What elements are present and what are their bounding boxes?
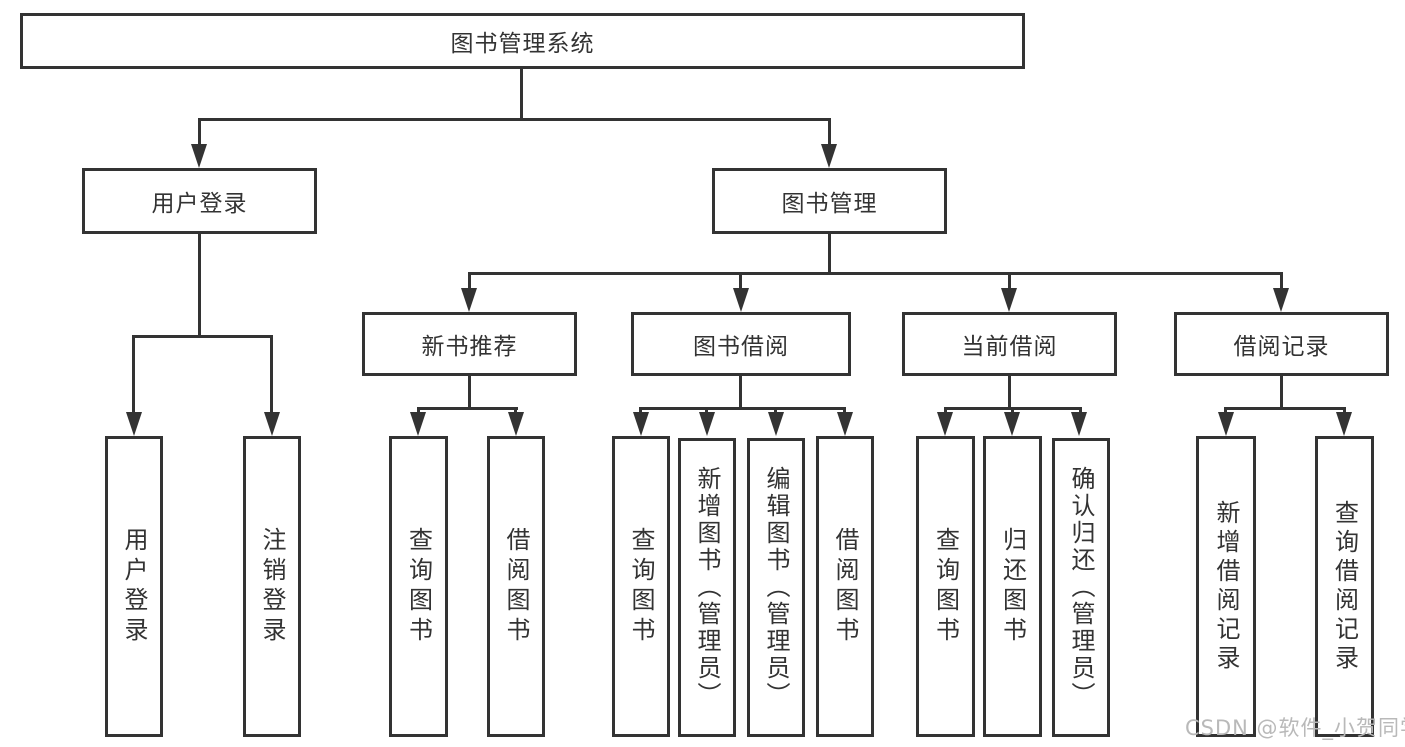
connector-drop [270, 335, 273, 414]
arrowhead-down-icon [1336, 412, 1352, 436]
leaf-user-login-label: 用户登录 [120, 526, 148, 647]
leaf-query-book-recommend-label: 查询图书 [404, 526, 433, 647]
leaf-borrow-book-recommend: 借阅图书 [487, 436, 545, 737]
arrowhead-down-icon [126, 412, 142, 436]
leaf-borrow-book-recommend-label: 借阅图书 [502, 526, 530, 647]
node-user-login: 用户登录 [82, 168, 317, 234]
connector-drop [1011, 407, 1014, 416]
connector-user-login-stem [198, 234, 201, 335]
connector-book-mgmt-splitter [468, 272, 1282, 275]
connector-drop [1280, 272, 1283, 290]
node-current-borrowing: 当前借阅 [902, 312, 1117, 376]
connector-drop [843, 407, 846, 416]
connector-stem [739, 375, 742, 408]
connector-splitter [639, 407, 846, 410]
arrowhead-down-icon [699, 412, 715, 436]
connector-user-login-splitter [132, 335, 273, 338]
connector-drop [132, 335, 135, 414]
connector-drop [1224, 407, 1227, 416]
connector-drop [514, 407, 517, 416]
leaf-edit-book-admin-label: 编辑图书（管理员） [762, 466, 790, 709]
connector-stem [468, 375, 471, 408]
leaf-add-borrow-record: 新增借阅记录 [1196, 436, 1256, 737]
leaf-confirm-return-admin: 确认归还（管理员） [1052, 438, 1110, 737]
connector-splitter [1224, 407, 1345, 410]
leaf-confirm-return-admin-label: 确认归还（管理员） [1067, 466, 1095, 709]
connector-drop [468, 272, 471, 290]
node-book-borrowing: 图书借阅 [631, 312, 851, 376]
node-book-management: 图书管理 [712, 168, 947, 234]
leaf-borrow-book-borrowing-label: 借阅图书 [831, 526, 859, 647]
arrowhead-down-icon [1004, 412, 1020, 436]
arrowhead-down-icon [937, 412, 953, 436]
leaf-logout-login: 注销登录 [243, 436, 301, 737]
csdn-watermark: CSDN @软件_小贺同学 [1185, 716, 1405, 740]
arrowhead-down-icon [1001, 288, 1017, 312]
connector-stem [1280, 375, 1283, 408]
arrowhead-down-icon [191, 144, 207, 168]
arrowhead-down-icon [837, 412, 853, 436]
arrowhead-down-icon [1218, 412, 1234, 436]
leaf-query-book-recommend: 查询图书 [389, 436, 448, 737]
connector-drop [944, 407, 947, 416]
node-book-borrowing-label: 图书借阅 [693, 334, 789, 360]
connector-book-mgmt-stem [828, 234, 831, 272]
connector-drop [198, 118, 201, 146]
connector-splitter [417, 407, 518, 410]
arrowhead-down-icon [1273, 288, 1289, 312]
connector-drop [1343, 407, 1346, 416]
leaf-user-login: 用户登录 [105, 436, 163, 737]
leaf-return-book: 归还图书 [983, 436, 1042, 737]
connector-drop [828, 118, 831, 146]
leaf-query-book-borrowing-label: 查询图书 [627, 526, 655, 647]
node-book-management-label: 图书管理 [781, 191, 878, 217]
node-user-login-label: 用户登录 [151, 191, 248, 217]
leaf-edit-book-admin: 编辑图书（管理员） [747, 438, 805, 737]
connector-drop [705, 407, 708, 416]
node-new-book-recommendation: 新书推荐 [362, 312, 577, 376]
leaf-return-book-label: 归还图书 [998, 526, 1027, 647]
leaf-logout-login-label: 注销登录 [258, 526, 286, 647]
leaf-add-book-admin: 新增图书（管理员） [678, 438, 736, 737]
leaf-borrow-book-borrowing: 借阅图书 [816, 436, 874, 737]
connector-drop [417, 407, 420, 416]
arrowhead-down-icon [821, 144, 837, 168]
arrowhead-down-icon [508, 412, 524, 436]
arrowhead-down-icon [461, 288, 477, 312]
leaf-query-borrow-record-label: 查询借阅记录 [1330, 499, 1359, 674]
leaf-add-book-admin-label: 新增图书（管理员） [693, 466, 721, 709]
node-root: 图书管理系统 [20, 13, 1025, 69]
connector-drop [1008, 272, 1011, 290]
leaf-query-book-current-label: 查询图书 [931, 526, 960, 647]
node-root-label: 图书管理系统 [450, 31, 595, 57]
node-current-borrowing-label: 当前借阅 [961, 334, 1058, 360]
arrowhead-down-icon [1071, 412, 1087, 436]
connector-root-stem [520, 69, 523, 118]
node-borrowing-records: 借阅记录 [1174, 312, 1389, 376]
arrowhead-down-icon [264, 412, 280, 436]
arrowhead-down-icon [410, 412, 426, 436]
connector-root-splitter [198, 118, 831, 121]
connector-drop [774, 407, 777, 416]
connector-drop [1079, 407, 1082, 416]
node-borrowing-records-label: 借阅记录 [1233, 334, 1330, 360]
arrowhead-down-icon [768, 412, 784, 436]
connector-stem [1008, 375, 1011, 408]
leaf-query-book-current: 查询图书 [916, 436, 975, 737]
connector-drop [639, 407, 642, 416]
arrowhead-down-icon [633, 412, 649, 436]
arrowhead-down-icon [733, 288, 749, 312]
node-new-book-recommendation-label: 新书推荐 [421, 334, 518, 360]
leaf-query-borrow-record: 查询借阅记录 [1315, 436, 1374, 737]
leaf-add-borrow-record-label: 新增借阅记录 [1212, 499, 1240, 674]
connector-drop [739, 272, 742, 290]
leaf-query-book-borrowing: 查询图书 [612, 436, 670, 737]
